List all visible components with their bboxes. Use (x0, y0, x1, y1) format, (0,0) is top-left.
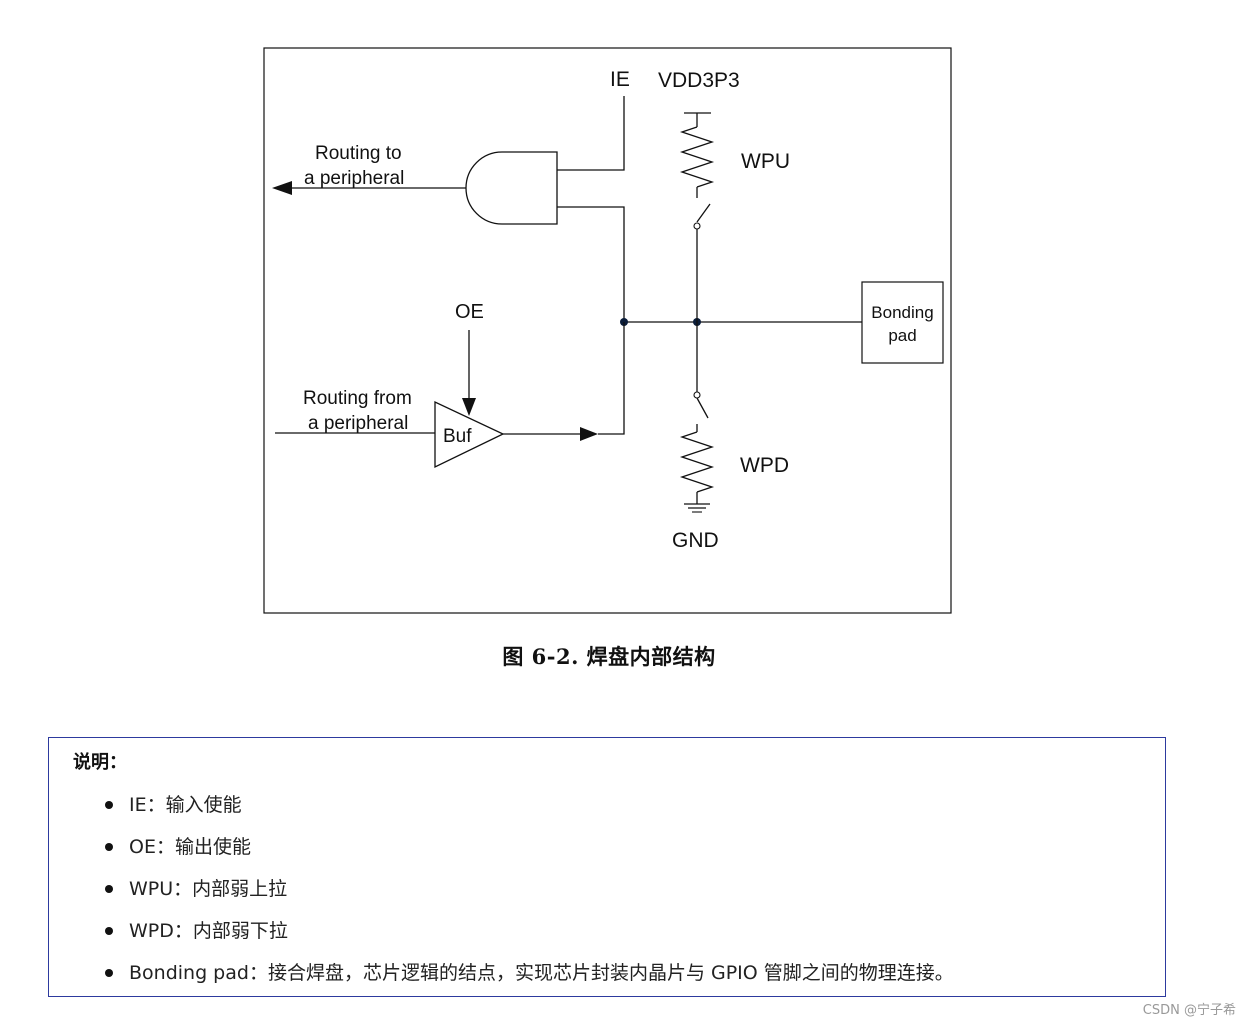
ie-label: IE (610, 68, 630, 91)
oe-arrow (462, 398, 476, 416)
oe-label: OE (455, 301, 484, 323)
figure-caption: 图 6-2. 焊盘内部结构 (502, 644, 716, 669)
bullet-icon (105, 801, 113, 809)
ie-line (557, 96, 625, 171)
and-gate (465, 151, 558, 225)
wpd-switch-contact (693, 391, 701, 399)
buffer-output-arrow (580, 427, 598, 441)
wpu-switch-contact (693, 222, 701, 230)
bonding-pad-label-line1: Bonding (871, 303, 933, 322)
note-item-text: WPD：内部弱下拉 (129, 920, 288, 942)
wpu-resistor (679, 126, 715, 188)
bullet-icon (105, 927, 113, 935)
note-title: 说明： (73, 752, 127, 773)
bonding-pad-label-line2: pad (888, 326, 916, 345)
wpd-label: WPD (740, 454, 789, 477)
gnd-label: GND (672, 529, 719, 552)
note-item-text: WPU：内部弱上拉 (129, 878, 288, 900)
wpd-resistor (679, 431, 715, 493)
routing-to-label-line1: Routing to (315, 143, 402, 164)
watermark-footer: CSDN @宁子希 (1142, 1003, 1236, 1018)
routing-to-label-line2: a peripheral (304, 168, 404, 189)
note-item-text: IE：输入使能 (129, 794, 242, 816)
buf-label: Buf (443, 426, 472, 447)
note-box: 说明： IE：输入使能 OE：输出使能 WPU：内部弱上拉 WPD：内部弱下拉 … (48, 737, 1166, 997)
buffer-to-node-wire (598, 322, 625, 435)
wpu-switch (696, 203, 711, 223)
note-item-text: OE：输出使能 (129, 836, 251, 858)
bullet-icon (105, 885, 113, 893)
bullet-icon (105, 843, 113, 851)
wpd-switch (696, 397, 709, 419)
pad-structure-diagram: IE VDD3P3 WPU Routing to a peripheral OE… (263, 47, 952, 614)
bonding-pad-box (861, 281, 944, 364)
and-input-wire (557, 206, 625, 322)
vdd-label: VDD3P3 (658, 69, 740, 92)
routing-from-label-line2: a peripheral (308, 413, 408, 434)
arrow-to-peripheral (272, 181, 292, 195)
note-item-text: Bonding pad：接合焊盘，芯片逻辑的结点，实现芯片封装内晶片与 GPIO… (129, 962, 954, 984)
diagram-frame (263, 47, 952, 614)
buffer-triangle (434, 400, 505, 469)
bullet-icon (105, 969, 113, 977)
wpu-label: WPU (741, 150, 790, 173)
routing-from-label-line1: Routing from (303, 388, 412, 409)
